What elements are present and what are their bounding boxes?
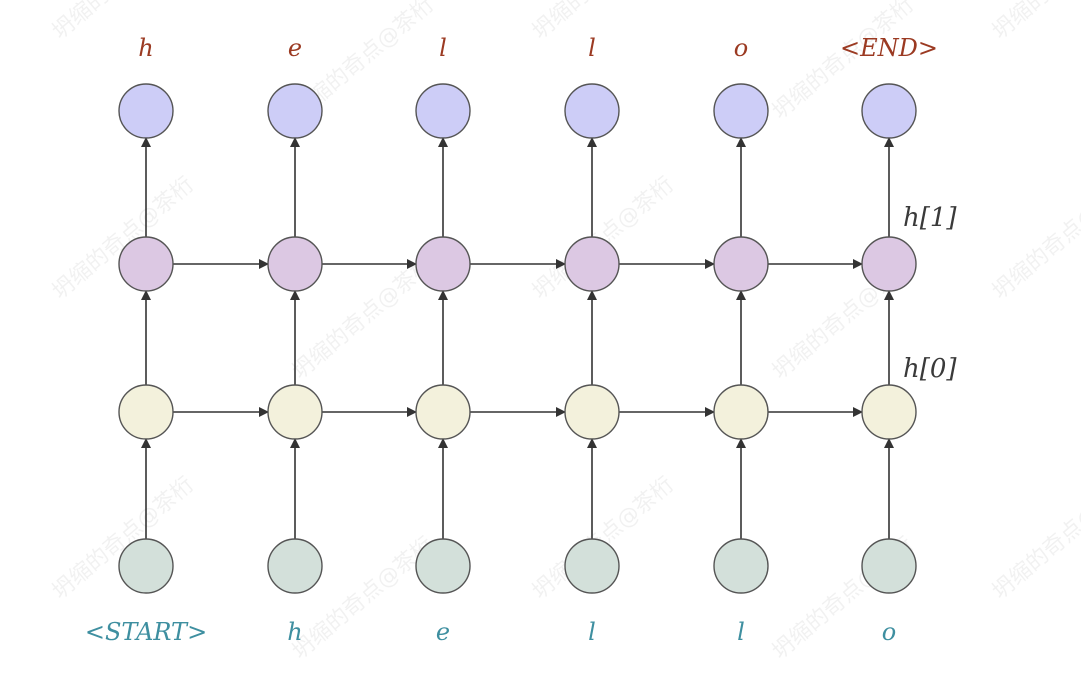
output-label-4: o (734, 34, 748, 62)
arrows (141, 137, 894, 539)
output-node-1 (267, 83, 323, 139)
watermark-text: 坍缩的奇点@茶桁 (48, 172, 199, 304)
hidden-0-node-5 (861, 384, 917, 440)
hidden-0-layer-label: h[0] (903, 354, 957, 384)
watermark-text: 坍缩的奇点@茶桁 (528, 0, 679, 45)
input-label-1: h (287, 618, 302, 646)
hidden-1-node-2 (415, 236, 471, 292)
hidden-0-node-0 (118, 384, 174, 440)
watermark-text: 坍缩的奇点@茶桁 (48, 0, 199, 45)
hidden-0-node-3 (564, 384, 620, 440)
hidden-0-node-1 (267, 384, 323, 440)
output-label-0: h (138, 34, 153, 62)
input-node-1 (267, 538, 323, 594)
output-node-5 (861, 83, 917, 139)
hidden-1-node-1 (267, 236, 323, 292)
input-label-4: l (737, 618, 745, 646)
output-node-0 (118, 83, 174, 139)
nodes (118, 83, 917, 594)
input-label-0: <START> (85, 618, 207, 646)
input-node-0 (118, 538, 174, 594)
hidden-1-node-0 (118, 236, 174, 292)
output-node-4 (713, 83, 769, 139)
labels: h[1] h[0] h e l l o <END> <START> h e l l o (85, 34, 958, 646)
input-label-5: o (882, 618, 896, 646)
input-node-2 (415, 538, 471, 594)
input-node-5 (861, 538, 917, 594)
output-label-3: l (588, 34, 596, 62)
hidden-0-node-4 (713, 384, 769, 440)
input-node-4 (713, 538, 769, 594)
output-label-5: <END> (840, 34, 938, 62)
watermark-text: 坍缩的奇点@茶桁 (48, 472, 199, 604)
output-node-3 (564, 83, 620, 139)
watermark-text: 坍缩的奇点@茶桁 (988, 172, 1081, 304)
output-node-2 (415, 83, 471, 139)
input-node-3 (564, 538, 620, 594)
watermark-text: 坍缩的奇点@茶桁 (988, 472, 1081, 604)
watermark-text: 坍缩的奇点@茶桁 (988, 0, 1081, 45)
input-label-3: l (588, 618, 596, 646)
hidden-1-node-5 (861, 236, 917, 292)
hidden-1-node-3 (564, 236, 620, 292)
output-label-2: l (439, 34, 447, 62)
input-label-2: e (436, 618, 450, 646)
hidden-1-node-4 (713, 236, 769, 292)
hidden-1-layer-label: h[1] (903, 203, 957, 233)
output-label-1: e (288, 34, 302, 62)
hidden-0-node-2 (415, 384, 471, 440)
